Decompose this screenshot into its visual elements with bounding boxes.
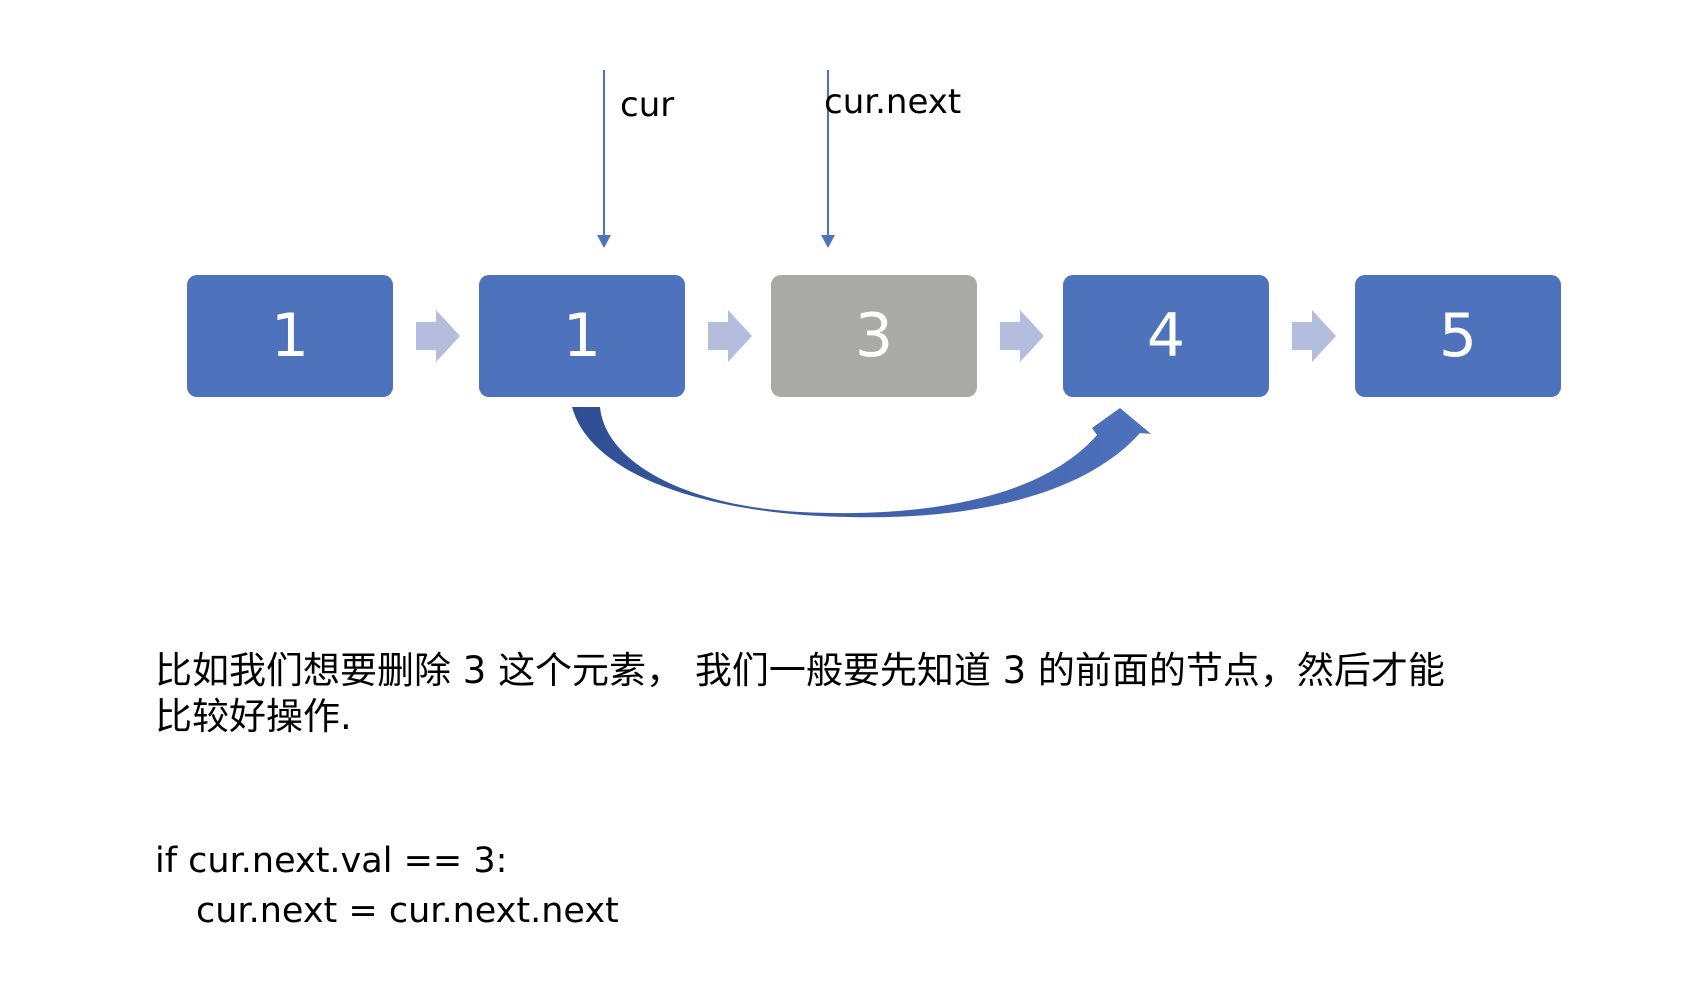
connector-arrow-1 — [416, 310, 460, 362]
code-snippet: if cur.next.val == 3: cur.next = cur.nex… — [155, 836, 619, 936]
explanation-line-1: 比如我们想要删除 3 这个元素， 我们一般要先知道 3 的前面的节点，然后才能 — [155, 649, 1445, 692]
cur-pointer-arrowhead — [597, 235, 611, 248]
code-line-1: if cur.next.val == 3: — [155, 841, 508, 881]
explanation-text: 比如我们想要删除 3 这个元素， 我们一般要先知道 3 的前面的节点，然后才能 … — [155, 648, 1555, 740]
cur-next-pointer-label: cur.next — [824, 82, 962, 122]
list-node-5: 5 — [1355, 275, 1561, 397]
node-value: 3 — [854, 301, 894, 371]
code-line-2: cur.next = cur.next.next — [196, 891, 619, 931]
connector-arrow-3 — [1000, 310, 1044, 362]
connector-arrow-4 — [1292, 310, 1336, 362]
cur-pointer-label: cur — [620, 85, 675, 125]
list-node-to-delete: 3 — [771, 275, 977, 397]
list-node-1: 1 — [187, 275, 393, 397]
list-node-cur: 1 — [479, 275, 685, 397]
node-value: 1 — [562, 301, 602, 371]
cur-next-pointer-arrowhead — [821, 235, 835, 248]
node-value: 1 — [270, 301, 310, 371]
connector-arrow-2 — [708, 310, 752, 362]
node-value: 5 — [1438, 301, 1478, 371]
skip-arrow — [572, 407, 1151, 518]
node-value: 4 — [1146, 301, 1186, 371]
list-node-4: 4 — [1063, 275, 1269, 397]
explanation-line-2: 比较好操作. — [155, 695, 352, 738]
